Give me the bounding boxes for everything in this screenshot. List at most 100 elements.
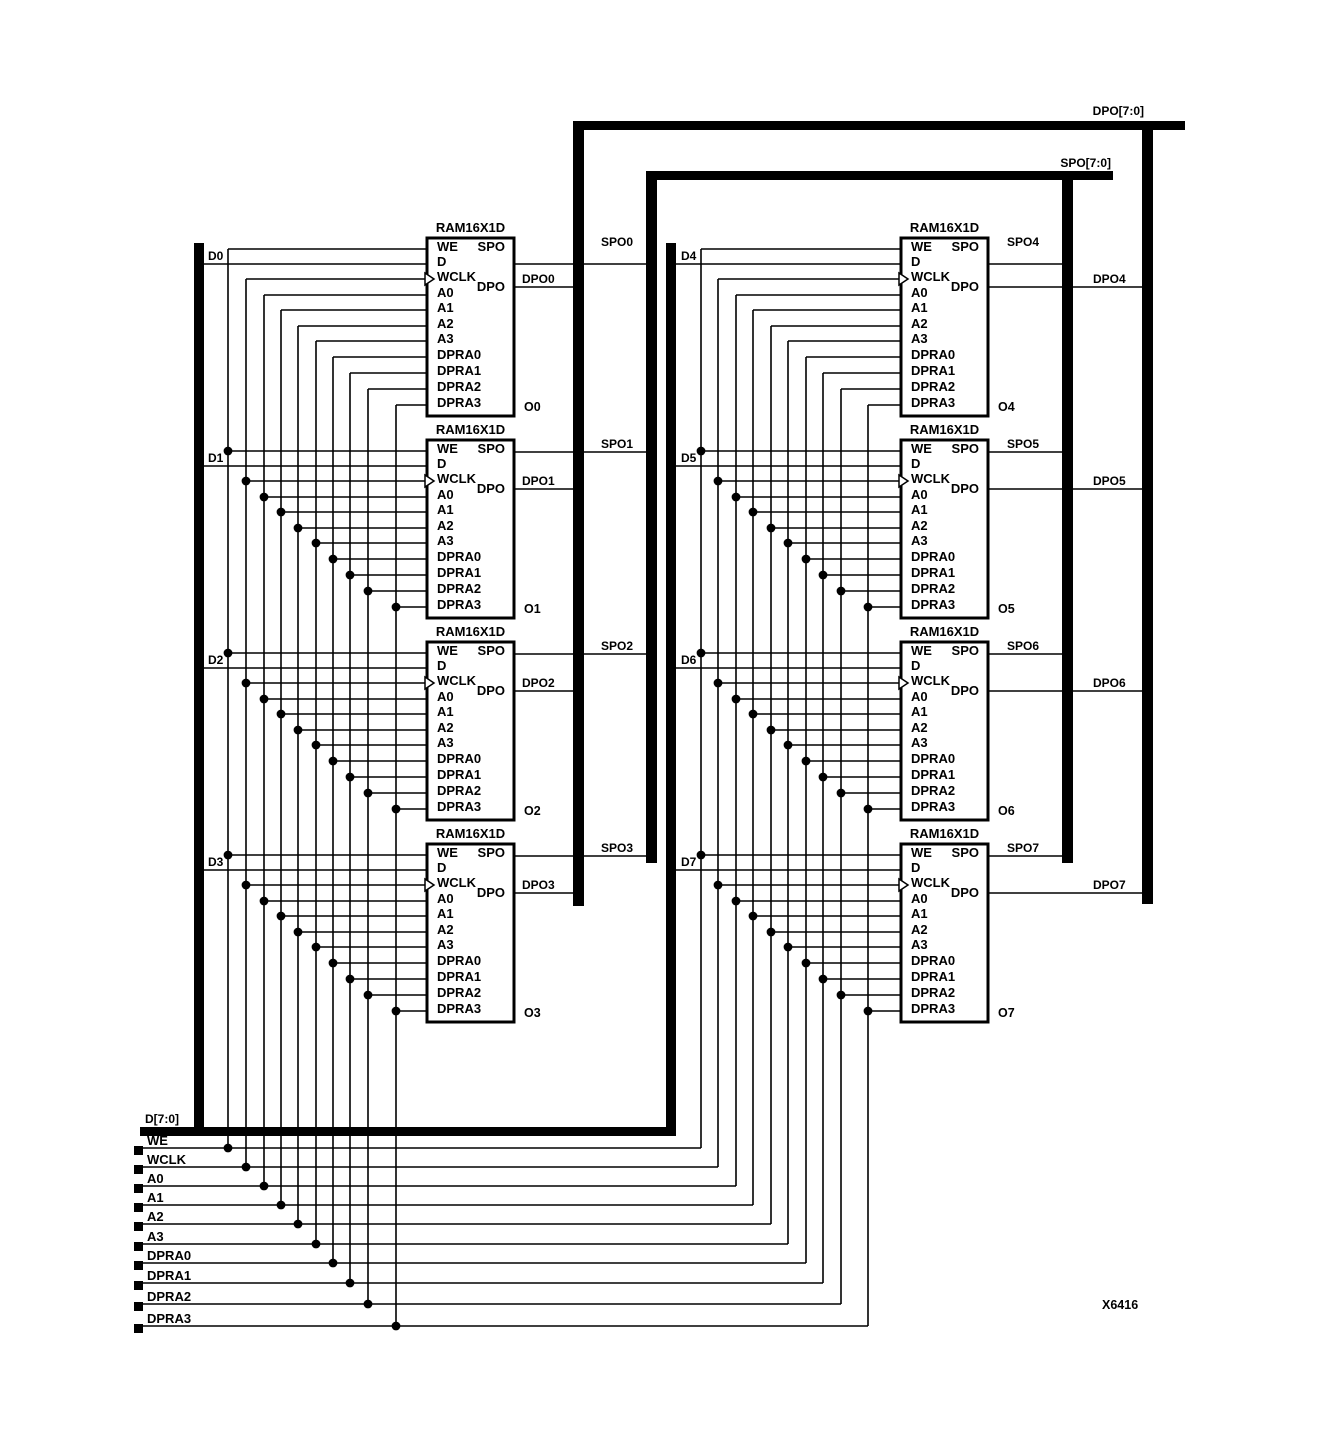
d-bus-vertical-left [194,243,204,1136]
pin-label-dpo: DPO [951,683,979,698]
pin-label-we: WE [911,239,932,254]
pin-label-d: D [911,254,920,269]
net-label-d4: D4 [681,249,697,263]
junction-dot-dpra3 [863,602,873,612]
input-terminal-a1 [134,1203,143,1212]
ram-block-outline [425,438,516,620]
junction-dot-dpra1 [345,772,355,782]
pin-label-a1: A1 [911,300,928,315]
net-label-dpo6: DPO6 [1093,676,1126,690]
junction-dot-dpra2 [363,788,373,798]
net-label-dpo1: DPO1 [522,474,555,488]
pin-label-d: D [437,860,446,875]
junction-dot-a2 [766,523,776,533]
junction-dot-we [696,850,706,860]
pin-label-wclk: WCLK [911,269,951,284]
pin-label-a2: A2 [911,518,928,533]
pin-label-dpra1: DPRA1 [437,767,481,782]
junction-dot-a1 [276,507,286,517]
pin-label-dpra1: DPRA1 [911,565,955,580]
junction-dot-dpra1 [818,772,828,782]
net-label-d6: D6 [681,653,697,667]
pin-label-dpra1: DPRA1 [911,767,955,782]
pin-label-a3: A3 [911,533,928,548]
junction-dot-dpra0 [801,554,811,564]
input-label-a0: A0 [147,1171,164,1186]
pin-label-dpra0: DPRA0 [437,751,481,766]
junction-dot-wclk [713,476,723,486]
pin-label-a1: A1 [911,502,928,517]
junction-dot-a3 [783,538,793,548]
input-terminal-dpra3 [134,1324,143,1333]
junction-dot-wclk [713,678,723,688]
pin-label-a2: A2 [437,316,454,331]
block-title: RAM16X1D [910,826,979,841]
pin-label-dpra0: DPRA0 [437,549,481,564]
pin-label-d: D [437,658,446,673]
pin-label-a1: A1 [437,300,454,315]
pin-label-dpo: DPO [477,683,505,698]
pin-label-a0: A0 [437,487,454,502]
pin-label-d: D [911,860,920,875]
junction-dot-a2 [293,725,303,735]
block-title: RAM16X1D [910,220,979,235]
bus-label-spo: SPO[7:0] [1060,156,1111,170]
pin-label-a3: A3 [437,937,454,952]
junction-dot-dpra0 [801,756,811,766]
pin-label-a3: A3 [911,937,928,952]
junction-dot-dpra1 [818,570,828,580]
input-terminal-we [134,1146,143,1155]
pin-label-a1: A1 [911,704,928,719]
junction-dot-a0 [259,1181,269,1191]
net-label-o4: O4 [998,400,1015,414]
clock-edge-triangle-icon [424,271,436,287]
junction-dot-dpra3 [391,1006,401,1016]
net-label-d1: D1 [208,451,224,465]
pin-label-a2: A2 [437,922,454,937]
net-label-spo3: SPO3 [601,841,633,855]
dpo-bus-vertical-right [1142,121,1153,904]
pin-label-d: D [437,456,446,471]
pin-label-a0: A0 [911,891,928,906]
net-label-d3: D3 [208,855,224,869]
junction-dot-a1 [276,1200,286,1210]
net-label-o6: O6 [998,804,1015,818]
input-label-a1: A1 [147,1190,164,1205]
pin-label-d: D [911,456,920,471]
pin-label-dpra0: DPRA0 [911,549,955,564]
net-label-spo6: SPO6 [1007,639,1039,653]
net-label-d5: D5 [681,451,697,465]
junction-dot-we [696,648,706,658]
pin-label-a2: A2 [911,922,928,937]
pin-label-a2: A2 [437,720,454,735]
net-label-o7: O7 [998,1006,1015,1020]
pin-label-we: WE [911,845,932,860]
pin-label-a2: A2 [437,518,454,533]
net-label-dpo0: DPO0 [522,272,555,286]
junction-dot-we [223,850,233,860]
pin-label-a2: A2 [911,316,928,331]
junction-dot-wclk [241,476,251,486]
junction-dot-dpra2 [836,586,846,596]
pin-label-dpra1: DPRA1 [911,969,955,984]
pin-label-wclk: WCLK [437,875,477,890]
net-label-o2: O2 [524,804,541,818]
spo-bus-vertical-left [646,171,657,863]
input-terminal-dpra1 [134,1281,143,1290]
pin-label-dpra3: DPRA3 [437,1001,481,1016]
junction-dot-a1 [748,709,758,719]
pin-label-dpra3: DPRA3 [437,395,481,410]
input-terminal-a0 [134,1184,143,1193]
junction-dot-dpra2 [363,586,373,596]
junction-dot-dpra0 [328,1258,338,1268]
spo-bus-vertical-right [1062,171,1073,863]
junction-dot-a2 [766,927,776,937]
pin-label-a3: A3 [437,735,454,750]
ram-block-outline [899,236,990,418]
pin-label-dpo: DPO [951,481,979,496]
junction-dot-dpra3 [391,804,401,814]
pin-label-wclk: WCLK [911,875,951,890]
pin-label-wclk: WCLK [437,471,477,486]
pin-label-dpra2: DPRA2 [437,581,481,596]
